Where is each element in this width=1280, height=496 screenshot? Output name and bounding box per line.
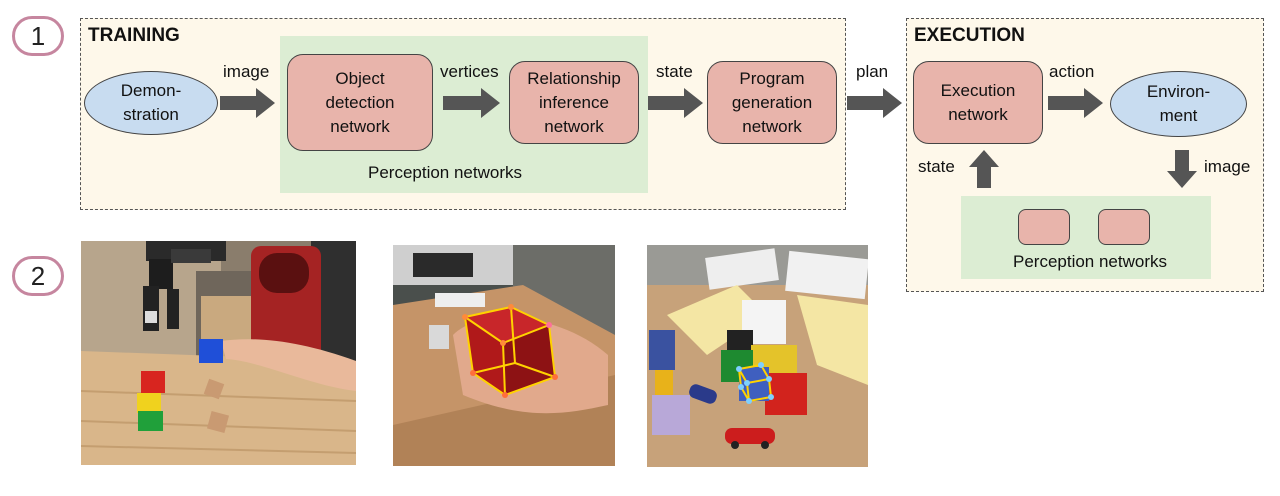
execution-perception-caption: Perception networks xyxy=(1012,252,1168,271)
relationship-line1: Relationship xyxy=(527,68,621,88)
perception-network-block-2 xyxy=(1098,209,1150,245)
label-image-execution: image xyxy=(1204,157,1251,176)
program-line3: network xyxy=(742,116,802,136)
relationship-line3: network xyxy=(544,116,604,136)
execution-network: Execution network xyxy=(913,61,1043,144)
execution-network-line2: network xyxy=(948,104,1008,124)
training-title: TRAINING xyxy=(88,25,180,46)
demonstration-node: Demon-stration xyxy=(84,71,218,135)
label-state-execution: state xyxy=(918,157,955,176)
execution-title: EXECUTION xyxy=(914,25,1025,46)
environment-line1: Environ- xyxy=(1146,82,1211,101)
arrow-relationship-to-program xyxy=(648,88,703,118)
environment-line2: ment xyxy=(1159,106,1198,125)
program-line1: Program xyxy=(739,68,805,88)
step-1-badge: 1 xyxy=(12,16,64,56)
relationship-inference-network: Relationship inference network xyxy=(509,61,639,144)
label-plan: plan xyxy=(856,62,889,81)
label-action: action xyxy=(1049,62,1095,81)
program-generation-network: Program generation network xyxy=(707,61,837,144)
label-image-training: image xyxy=(223,62,270,81)
arrow-program-to-execution xyxy=(847,88,902,118)
object-detection-line1: Object xyxy=(335,68,385,88)
label-vertices: vertices xyxy=(440,62,499,81)
step-1-label: 1 xyxy=(30,20,46,51)
demonstration-line2: stration xyxy=(123,105,179,124)
arrow-demo-to-detection xyxy=(220,88,275,118)
relationship-line2: inference xyxy=(539,92,609,112)
label-state-training: state xyxy=(656,62,693,81)
object-detection-network: Object detection network xyxy=(287,54,433,151)
execution-perception-group xyxy=(961,196,1211,279)
execution-network-line1: Execution xyxy=(940,80,1016,100)
object-detection-line3: network xyxy=(330,116,390,136)
program-line2: generation xyxy=(731,92,813,112)
arrow-execution-to-environment xyxy=(1048,88,1103,118)
block-stack-photo xyxy=(647,245,868,467)
object-detection-line2: detection xyxy=(325,92,395,112)
demonstration-line1: Demon- xyxy=(120,81,182,100)
environment-node: Environ-ment xyxy=(1110,71,1247,137)
step-2-badge: 2 xyxy=(12,256,64,296)
arrow-detection-to-relationship xyxy=(443,88,500,118)
arrow-environment-to-perception xyxy=(1167,150,1197,188)
step-2-label: 2 xyxy=(30,260,46,291)
training-perception-caption: Perception networks xyxy=(367,163,523,182)
demonstration-photo xyxy=(81,241,356,465)
object-detection-photo xyxy=(393,245,615,466)
perception-network-block-1 xyxy=(1018,209,1070,245)
arrow-perception-to-execution xyxy=(969,150,999,188)
